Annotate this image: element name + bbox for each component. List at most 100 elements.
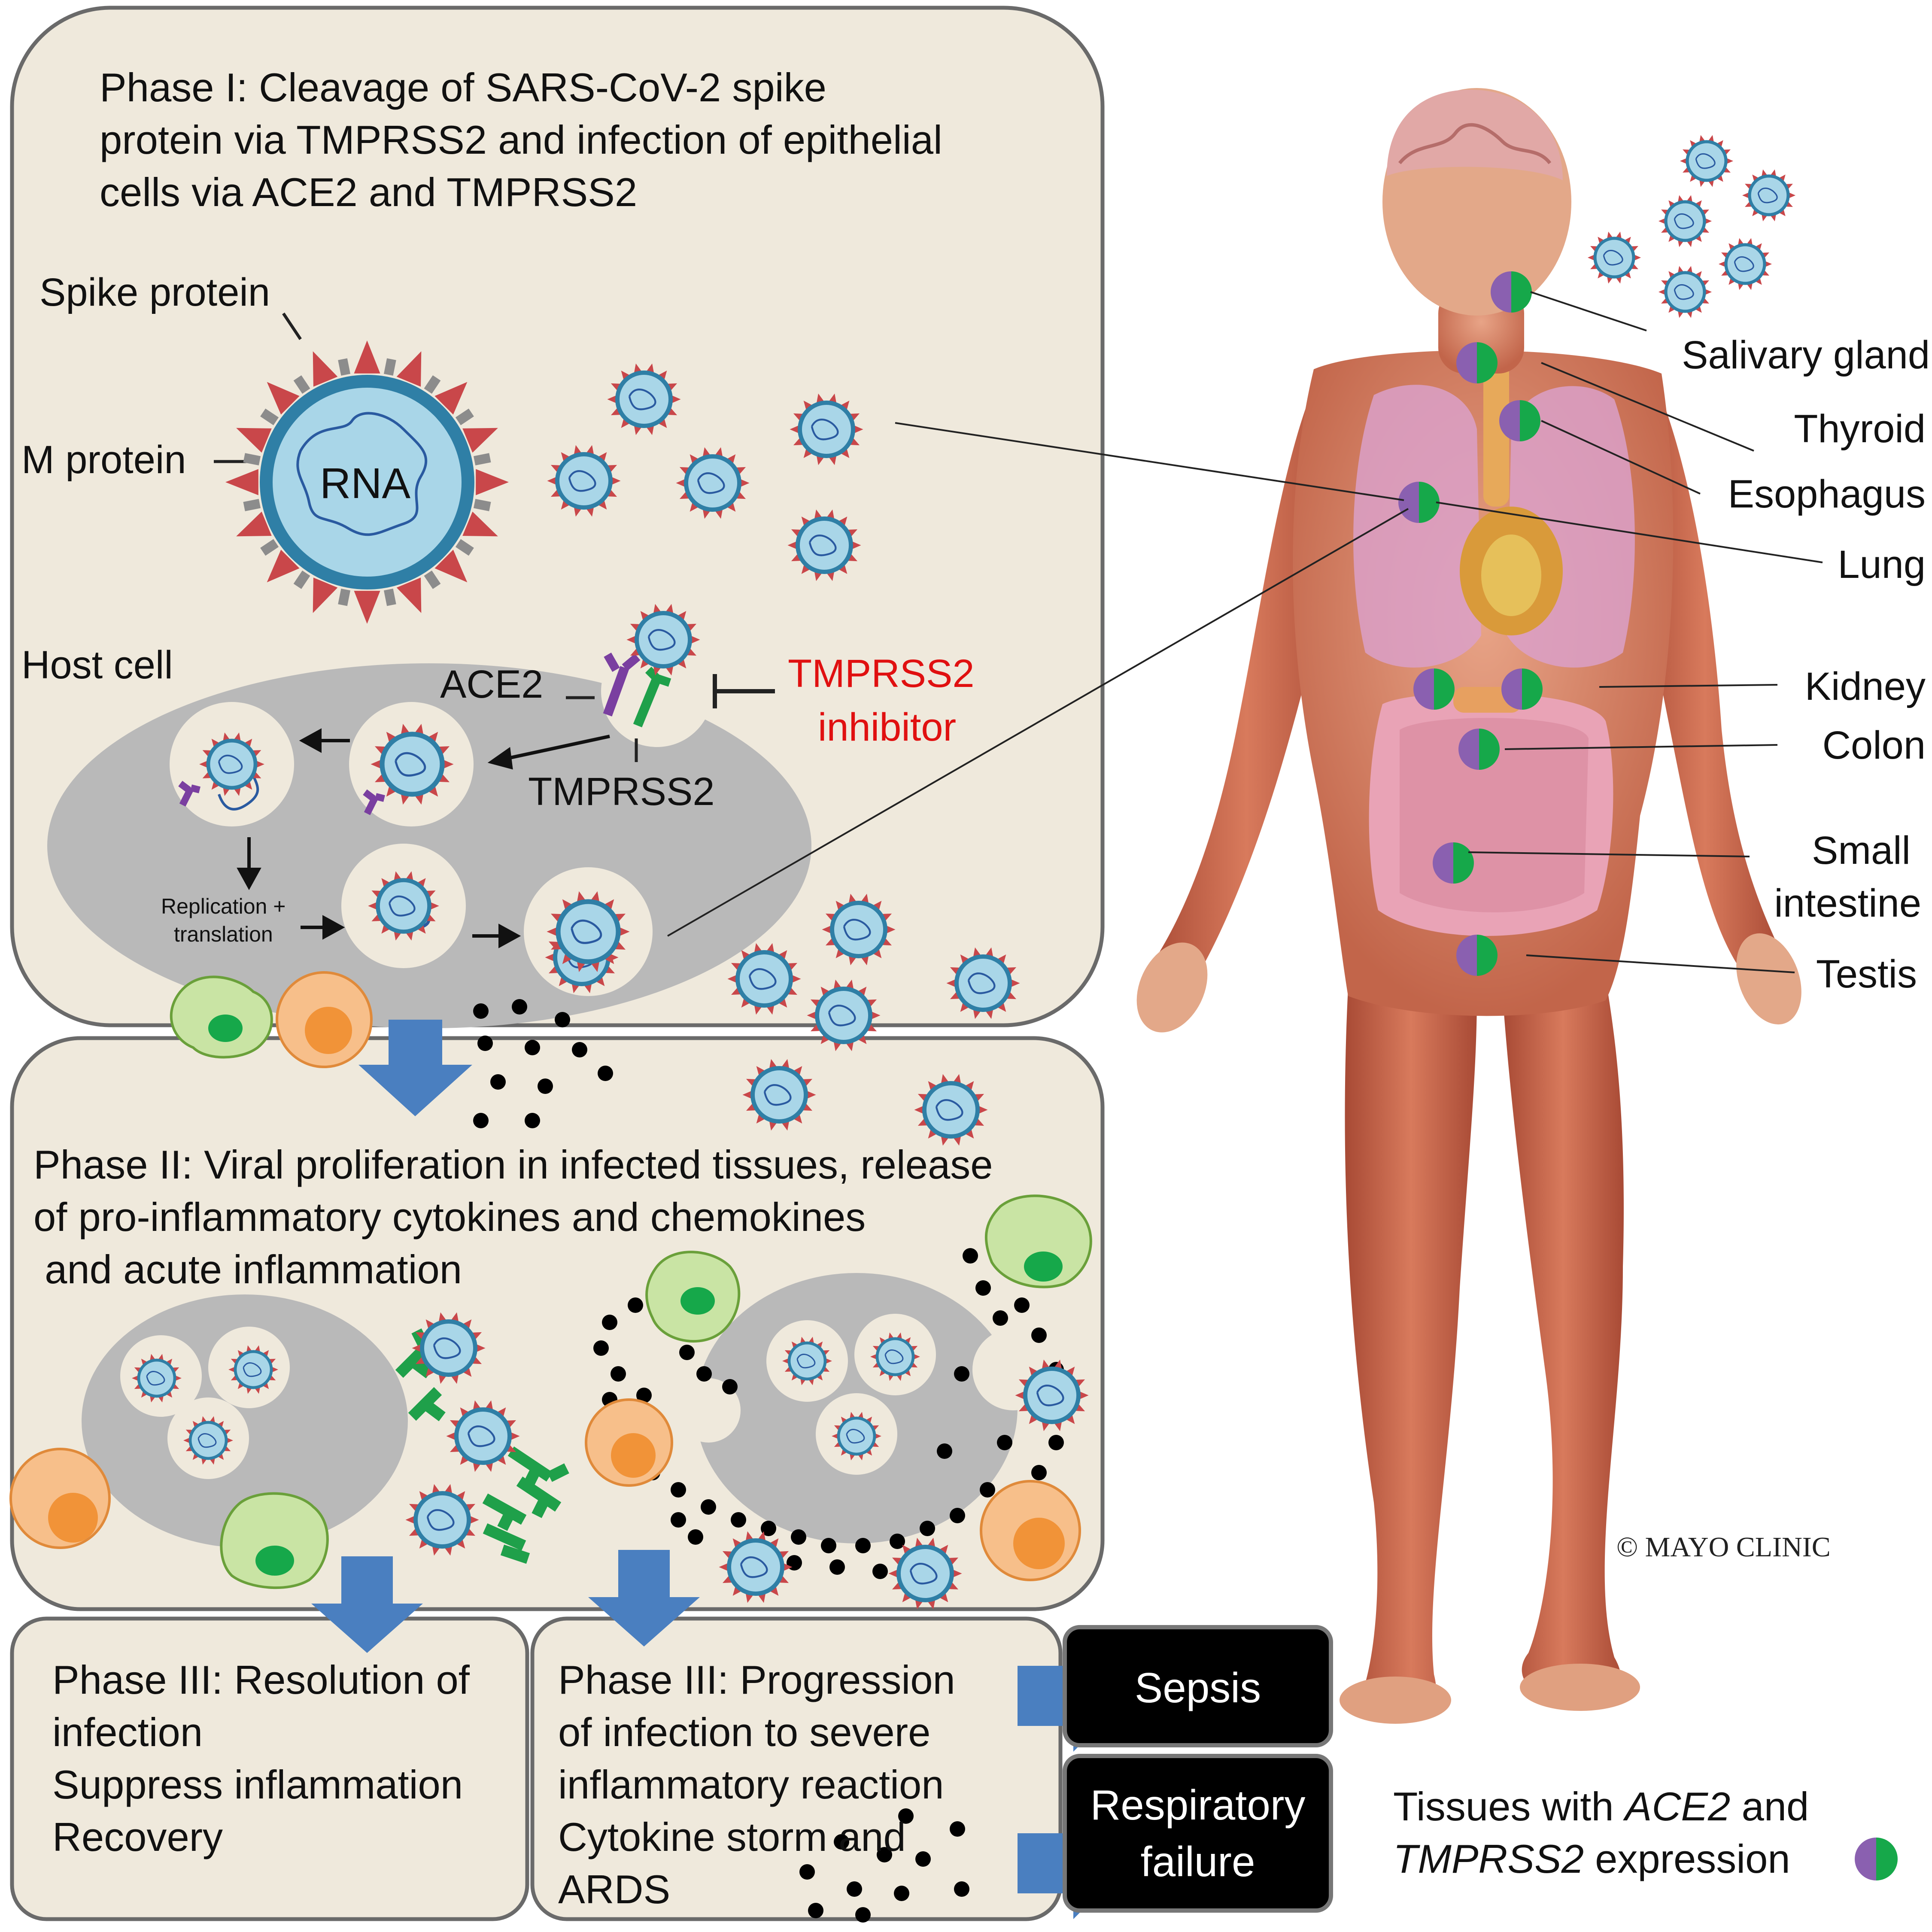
ace2-tmprss2-marker bbox=[1433, 842, 1474, 884]
virion bbox=[547, 445, 621, 517]
legend-post: and bbox=[1730, 1784, 1809, 1829]
progression-line4: Cytokine storm and bbox=[558, 1814, 906, 1859]
label-testis: Testis bbox=[1816, 952, 1917, 996]
virion bbox=[183, 1416, 233, 1465]
m-protein bbox=[473, 498, 491, 511]
virion bbox=[1587, 231, 1641, 284]
ace2-tmprss2-marker bbox=[1499, 400, 1540, 441]
resolution-line1: Phase III: Resolution of bbox=[52, 1657, 470, 1702]
label-small: Small bbox=[1812, 829, 1911, 872]
label-kidney: Kidney bbox=[1805, 665, 1926, 708]
label-esophagus: Esophagus bbox=[1728, 472, 1926, 516]
spike bbox=[476, 469, 509, 495]
spike bbox=[462, 428, 498, 453]
spike bbox=[313, 351, 338, 387]
virion bbox=[547, 891, 630, 972]
virion bbox=[368, 871, 439, 941]
rna-strand bbox=[296, 412, 428, 536]
macrophage-3 bbox=[645, 1251, 741, 1343]
tmprss2-protease bbox=[633, 666, 671, 728]
inhibitor-label-line1: TMPRSS2 bbox=[788, 652, 975, 696]
host-cell-label: Host cell bbox=[21, 643, 173, 687]
virion bbox=[888, 1537, 962, 1610]
antibodies bbox=[395, 1328, 569, 1564]
spike bbox=[434, 382, 468, 415]
virion bbox=[446, 1400, 520, 1472]
phase2-title-line1: Phase II: Viral proliferation in infecte… bbox=[33, 1142, 993, 1187]
m-protein bbox=[473, 453, 491, 466]
virion bbox=[1658, 195, 1712, 247]
ace2-tmprss2-marker bbox=[1456, 342, 1498, 383]
virion bbox=[676, 447, 750, 519]
legend-marker bbox=[1855, 1838, 1898, 1880]
respiratory-failure-box bbox=[1063, 1754, 1333, 1913]
virion bbox=[822, 893, 896, 966]
progression-line3: inflammatory reaction bbox=[558, 1762, 944, 1807]
m-protein bbox=[424, 570, 441, 589]
virion bbox=[412, 1312, 486, 1384]
m-protein bbox=[243, 498, 261, 511]
macrophage-4 bbox=[984, 1194, 1092, 1288]
phase1-title-line1: Phase I: Cleavage of SARS-CoV-2 spike bbox=[100, 65, 826, 110]
macrophage-1 bbox=[170, 975, 273, 1059]
cell-arrows bbox=[237, 728, 610, 948]
legend-pre: Tissues with bbox=[1393, 1784, 1625, 1829]
virion bbox=[914, 1074, 988, 1146]
phase3-resolution-panel bbox=[10, 1616, 529, 1921]
spike bbox=[267, 550, 300, 583]
ace2-in-endosome-1 bbox=[178, 781, 200, 807]
legend-line2: TMPRSS2 expression bbox=[1393, 1836, 1790, 1881]
sepsis-label: Sepsis bbox=[1135, 1664, 1261, 1711]
replication-label-line1: Replication + bbox=[161, 894, 286, 918]
spike bbox=[267, 382, 300, 415]
spike-protein-label: Spike protein bbox=[39, 270, 270, 314]
phase2-to-progression-arrow bbox=[588, 1550, 700, 1646]
human-anatomy-illustration bbox=[1136, 88, 1801, 1724]
spike bbox=[313, 577, 338, 613]
ace2-tmprss2-marker bbox=[1855, 1838, 1898, 1880]
large-virion-envelope bbox=[260, 375, 474, 589]
spike bbox=[462, 511, 498, 537]
m-protein bbox=[243, 453, 261, 466]
label-thyroid: Thyroid bbox=[1794, 407, 1926, 451]
m-protein bbox=[455, 408, 474, 425]
label-intestine: intestine bbox=[1774, 881, 1921, 925]
label-colon: Colon bbox=[1823, 723, 1926, 767]
m-protein bbox=[383, 588, 396, 606]
spike bbox=[396, 351, 422, 387]
lymphocyte-3 bbox=[585, 1398, 673, 1487]
respiratory-label-line2: failure bbox=[1141, 1838, 1255, 1885]
lymphocyte-1 bbox=[276, 971, 373, 1068]
phase3-progression-panel bbox=[530, 1616, 1063, 1921]
resolution-line4: Recovery bbox=[52, 1814, 223, 1859]
rna-label: RNA bbox=[320, 459, 410, 507]
ace2-in-endosome-2 bbox=[363, 789, 385, 815]
m-protein bbox=[260, 539, 279, 556]
virion bbox=[870, 1332, 920, 1381]
phase2-title-line2: of pro-inflammatory cytokines and chemok… bbox=[33, 1194, 866, 1239]
progression-line2: of infection to severe bbox=[558, 1710, 930, 1755]
macrophage-2 bbox=[220, 1492, 329, 1589]
lymphocyte-4 bbox=[980, 1480, 1081, 1581]
m-protein bbox=[424, 375, 441, 394]
virion bbox=[727, 943, 801, 1015]
spike bbox=[225, 469, 258, 495]
virion bbox=[782, 1337, 832, 1385]
m-protein bbox=[455, 539, 474, 556]
legend-post2: expression bbox=[1584, 1836, 1790, 1881]
virion bbox=[1015, 1359, 1089, 1431]
lymphocyte-2 bbox=[9, 1448, 111, 1549]
phase1-to-phase2-arrow bbox=[358, 1020, 472, 1116]
tmprss2-label: TMPRSS2 bbox=[528, 770, 715, 814]
virion-group bbox=[132, 135, 1796, 1610]
m-protein bbox=[338, 358, 351, 376]
m-protein bbox=[293, 375, 310, 394]
legend-gene-ace2: ACE2 bbox=[1623, 1784, 1731, 1829]
m-protein bbox=[383, 358, 396, 376]
inhibitor-label-line2: inhibitor bbox=[818, 705, 956, 749]
spike-protein-leader bbox=[282, 313, 302, 340]
virion bbox=[832, 1412, 881, 1461]
label-lung: Lung bbox=[1838, 543, 1926, 586]
large-virion-spikes bbox=[225, 340, 509, 624]
